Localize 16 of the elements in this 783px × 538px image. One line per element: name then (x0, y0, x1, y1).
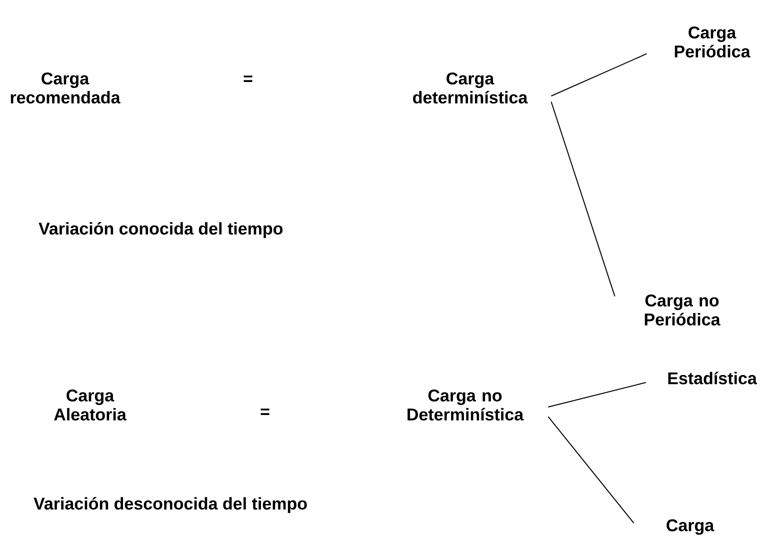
node-text: Carga Aleatoria (54, 389, 126, 421)
branch-line (548, 382, 646, 408)
branch-line (550, 53, 648, 96)
node-text: Carga (666, 519, 714, 535)
note-text: Variación conocida del tiempo (38, 222, 283, 238)
note-text: Variación desconocida del tiempo (34, 497, 307, 513)
node-text: Carga determinística (413, 72, 528, 104)
node-text: Carga recomendada (10, 72, 120, 104)
branch-line (550, 101, 616, 297)
node-text: Carga no Determinística (408, 389, 524, 421)
node-text: Estadística (668, 372, 757, 384)
branch-line (548, 416, 634, 524)
equals-sign: = (260, 408, 270, 415)
node-text: Carga no Periódica (644, 294, 720, 326)
node-text: Carga Periódica (674, 26, 750, 58)
equals-sign: = (244, 76, 252, 82)
